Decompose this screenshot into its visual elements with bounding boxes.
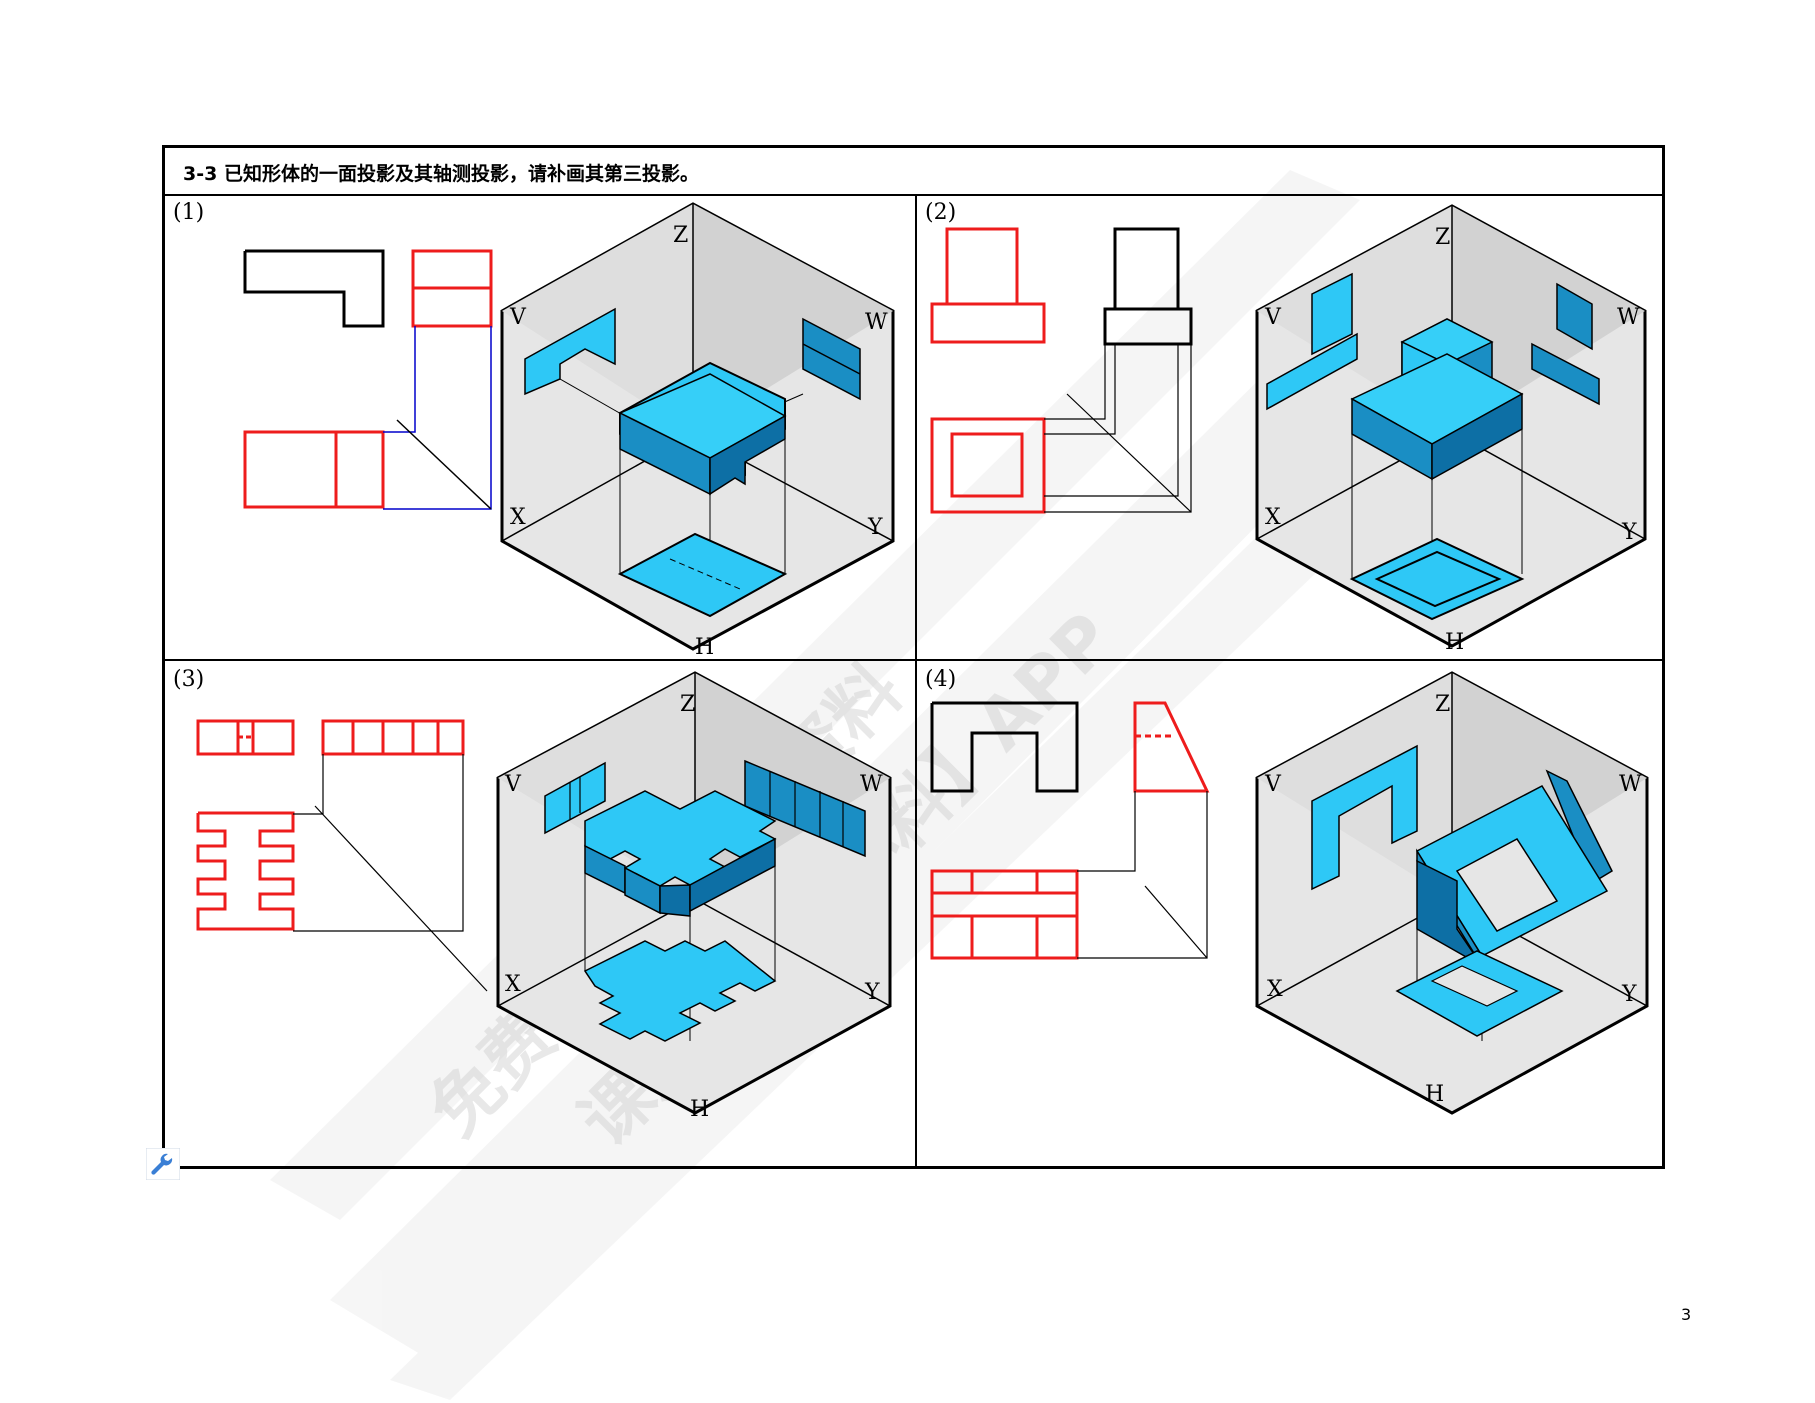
axis-x: X bbox=[505, 972, 521, 997]
axis-h: H bbox=[690, 1097, 709, 1122]
isometric-box: Z V W X Y H bbox=[1255, 671, 1649, 1115]
vertical-divider bbox=[915, 194, 917, 1166]
panel-label: (2) bbox=[925, 200, 957, 225]
axis-v: V bbox=[1264, 305, 1282, 330]
horizontal-divider bbox=[165, 659, 1662, 661]
side-view-red bbox=[1133, 701, 1210, 793]
given-view-black bbox=[243, 249, 385, 328]
panel-label: (1) bbox=[173, 200, 205, 225]
front-view-red bbox=[196, 719, 295, 756]
exercise-sheet: 3-3 已知形体的一面投影及其轴测投影，请补画其第三投影。 (1) bbox=[162, 145, 1665, 1169]
panel-label: (3) bbox=[173, 667, 205, 692]
axis-z: Z bbox=[1435, 692, 1450, 717]
axis-v: V bbox=[1264, 772, 1282, 797]
panel-4-drawing: Z V W X Y H bbox=[930, 671, 1649, 1115]
top-view-red bbox=[930, 417, 1046, 514]
panel-3: (3) bbox=[165, 661, 915, 1166]
top-view-red bbox=[196, 811, 295, 931]
front-view-red bbox=[945, 227, 1019, 306]
axis-y: Y bbox=[1621, 520, 1637, 545]
axis-h: H bbox=[1425, 1082, 1444, 1107]
isometric-box: Z V W X Y H bbox=[1255, 204, 1647, 655]
panel-3-drawing: Z V W X Y H bbox=[196, 671, 892, 1122]
exercise-title: 3-3 已知形体的一面投影及其轴测投影，请补画其第三投影。 bbox=[183, 163, 699, 185]
page-number: 3 bbox=[1681, 1305, 1692, 1324]
axis-h: H bbox=[695, 635, 714, 660]
axis-v: V bbox=[509, 305, 527, 330]
given-view-black bbox=[1113, 227, 1180, 311]
axis-y: Y bbox=[867, 515, 883, 540]
isometric-box: Z V W X Y H bbox=[500, 202, 895, 660]
axis-x: X bbox=[1267, 977, 1283, 1002]
panel-2-drawing: Z V W X Y H bbox=[930, 204, 1647, 655]
axis-z: Z bbox=[680, 692, 695, 717]
isometric-box: Z V W X Y H bbox=[496, 671, 892, 1122]
axis-h: H bbox=[1445, 630, 1464, 655]
panel-2: (2) bbox=[917, 194, 1662, 659]
axis-x: X bbox=[1265, 505, 1281, 530]
axis-w: W bbox=[860, 772, 883, 797]
axis-z: Z bbox=[673, 223, 688, 248]
top-view-red bbox=[243, 430, 385, 509]
wrench-icon[interactable] bbox=[146, 1148, 180, 1180]
axis-z: Z bbox=[1435, 225, 1450, 250]
axis-x: X bbox=[510, 505, 526, 530]
panel-1-drawing: Z V W X Y H bbox=[243, 202, 895, 660]
side-view-red bbox=[321, 719, 465, 756]
panel-1: (1) bbox=[165, 194, 915, 660]
axis-y: Y bbox=[864, 980, 880, 1005]
given-view-black bbox=[930, 701, 1079, 793]
exercise-header: 3-3 已知形体的一面投影及其轴测投影，请补画其第三投影。 bbox=[165, 148, 1662, 196]
axis-y: Y bbox=[1621, 982, 1637, 1007]
axis-w: W bbox=[865, 310, 888, 335]
panel-label: (4) bbox=[925, 667, 957, 692]
axis-w: W bbox=[1617, 305, 1640, 330]
panel-4: (4) bbox=[917, 661, 1662, 1166]
axis-v: V bbox=[504, 772, 522, 797]
axis-w: W bbox=[1619, 772, 1642, 797]
